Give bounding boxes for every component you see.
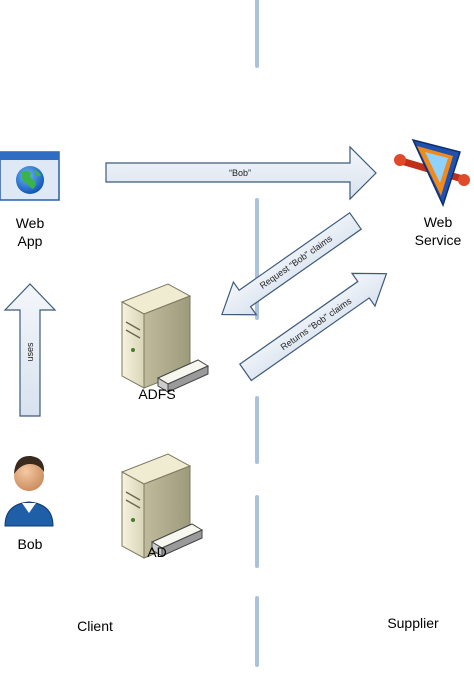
arrow-request-claims: [221, 211, 363, 316]
bob-label: Bob: [17, 536, 43, 552]
client-zone-label: Client: [77, 618, 113, 634]
arrow-label-request: Request “Bob” claims: [258, 233, 335, 291]
ad-label: AD: [147, 544, 167, 560]
web-app-label-line1: Web: [15, 215, 45, 231]
web-service-label: Web Service: [398, 213, 474, 249]
web-app-label: Web App: [0, 214, 60, 250]
web-service-icon: [394, 138, 470, 208]
adfs-server-icon: [120, 283, 210, 393]
arrow-returns-claims: [238, 272, 388, 382]
arrow-label-uses: uses: [25, 342, 35, 362]
web-service-label-line2: Service: [414, 232, 462, 248]
arrow-bob-to-service: [105, 145, 377, 201]
web-app-icon: [0, 151, 60, 201]
arrow-label-returns: Returns “Bob” claims: [279, 296, 354, 353]
web-service-label-line1: Web: [423, 214, 453, 230]
ad-server-icon: [120, 453, 204, 559]
arrow-label-bob: “Bob”: [229, 168, 251, 178]
bob-user-icon: [4, 455, 54, 527]
web-app-label-line2: App: [17, 233, 43, 249]
supplier-zone-label: Supplier: [387, 615, 439, 631]
adfs-label: ADFS: [138, 386, 176, 402]
arrow-uses: [3, 283, 57, 417]
